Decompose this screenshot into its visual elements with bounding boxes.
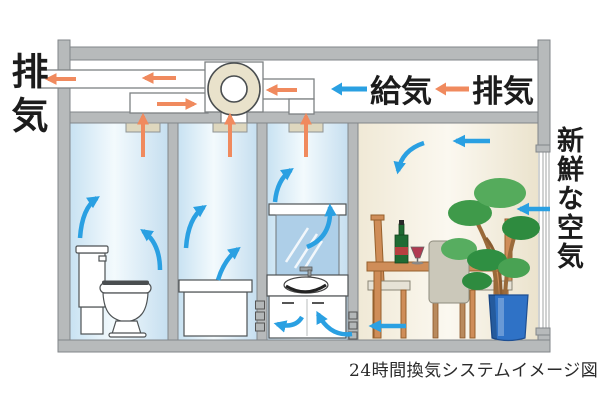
- legend-supply-label: 給気: [370, 74, 432, 110]
- door-grilles: [255, 300, 358, 340]
- wine-bottle-icon: [394, 220, 409, 264]
- exhaust-arrow-icon: [435, 82, 469, 95]
- right-wall-upper: [537, 39, 551, 153]
- toilet-icon: [75, 245, 152, 338]
- window: [535, 144, 551, 336]
- supply-arrow-icon: [331, 82, 367, 95]
- wine-glass-icon: [410, 246, 425, 265]
- fan-unit-icon: [204, 61, 264, 124]
- exhaust-outside-label: 排気: [5, 52, 49, 140]
- exhaust-air-arrows: [44, 72, 312, 157]
- roof-slab: [69, 46, 539, 61]
- washbasin-icon: [266, 203, 349, 339]
- dining-set: [366, 178, 540, 342]
- legend-exhaust-label: 排気: [472, 74, 534, 110]
- floor-slab: [57, 339, 551, 353]
- bathtub-icon: [178, 279, 253, 337]
- partition-wall-1: [167, 122, 179, 341]
- fresh-air-label: 新鮮な空気: [552, 126, 583, 271]
- plant-pot: [488, 294, 529, 342]
- partition-wall-3: [347, 122, 359, 341]
- supply-air-arrows: [77, 134, 550, 337]
- right-branch-elbow: [288, 98, 315, 115]
- potted-plant-icon: [441, 178, 540, 342]
- legend: 給気 排気: [331, 66, 534, 111]
- caption: 24時間換気システムイメージ図: [349, 361, 599, 381]
- ceiling-vents: [125, 122, 324, 133]
